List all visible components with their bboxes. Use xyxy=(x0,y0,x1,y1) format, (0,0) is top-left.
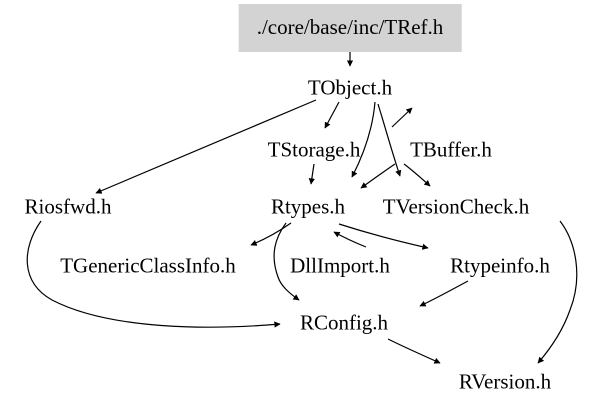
edge-tobject-to-tversioncheck xyxy=(377,103,402,177)
node-tstorage[interactable]: TStorage.h xyxy=(267,137,361,162)
edge-tstorage-to-rtypes xyxy=(308,163,315,185)
edge-rtypes-to-tgenericclass xyxy=(250,222,292,246)
edge-tobject-to-riosfwd xyxy=(95,99,317,194)
edge-tversioncheck-to-rversion xyxy=(537,220,578,364)
node-tbuffer[interactable]: TBuffer.h xyxy=(410,137,492,162)
edge-rtypeinfo-to-rtypes xyxy=(333,231,367,248)
edge-tbuffer-to-tversioncheck xyxy=(403,163,431,187)
node-rconfig[interactable]: RConfig.h xyxy=(299,310,389,335)
node-rversion[interactable]: RVersion.h xyxy=(458,369,552,394)
edge-rtypes-to-dllimport xyxy=(273,222,300,301)
edge-rconfig-to-rversion xyxy=(387,338,441,364)
node-dllimport[interactable]: DllImport.h xyxy=(290,253,390,278)
edge-tobject-to-tstorage xyxy=(324,101,340,129)
node-tref-root[interactable]: ./core/base/inc/TRef.h xyxy=(238,4,462,52)
edge-tobject-to-rtypes xyxy=(351,101,376,178)
node-tversioncheck[interactable]: TVersionCheck.h xyxy=(382,194,530,219)
edge-riosfwd-to-rconfig xyxy=(26,220,281,328)
node-rtypes[interactable]: Rtypes.h xyxy=(270,194,346,219)
edge-rtypeinfo-to-rconfig xyxy=(419,280,469,307)
node-tobject[interactable]: TObject.h xyxy=(307,75,393,100)
edge-tobject-to-tbuffer xyxy=(391,107,413,128)
node-tgenericclassinfo[interactable]: TGenericClassInfo.h xyxy=(60,253,236,278)
node-riosfwd[interactable]: Riosfwd.h xyxy=(24,194,112,219)
edge-rtypes-to-rtypeinfo xyxy=(338,223,429,250)
edge-tbuffer-to-rtypes xyxy=(360,163,396,189)
node-rtypeinfo[interactable]: Rtypeinfo.h xyxy=(450,253,550,278)
